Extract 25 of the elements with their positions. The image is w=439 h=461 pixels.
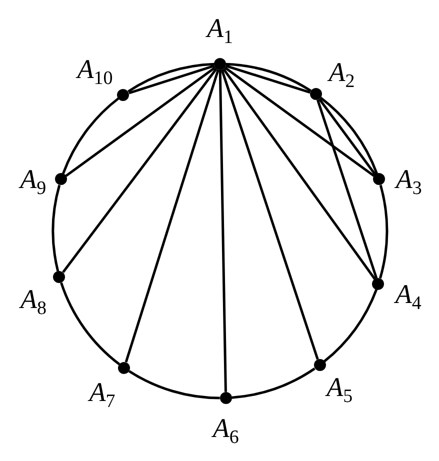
circle-arc	[232, 368, 316, 399]
circle-arc	[62, 98, 120, 174]
chord-line	[316, 100, 378, 279]
point-label: A$_{8}$	[20, 284, 46, 314]
point-label: A$_{1}$	[207, 13, 233, 43]
point-label: A$_{5}$	[326, 372, 353, 402]
point-label: A$_{10}$	[77, 54, 113, 84]
chord-line	[65, 66, 216, 177]
point-label: A$_{7}$	[89, 376, 116, 407]
chord-line	[222, 68, 376, 280]
chord-line	[124, 69, 220, 362]
point-label: A$_{6}$	[212, 412, 239, 443]
point-label: A$_{9}$	[20, 164, 46, 194]
circle-arc	[60, 282, 120, 366]
chord-line	[218, 70, 227, 392]
circle-arc	[378, 184, 388, 279]
point-label: A$_{4}$	[395, 278, 422, 309]
point-label: A$_{3}$	[396, 164, 422, 194]
point-label: A$_{2}$	[328, 57, 355, 88]
chord-line	[62, 68, 218, 273]
chord-line	[220, 69, 319, 360]
circle-arc	[323, 289, 378, 362]
circle-arc	[52, 184, 61, 272]
circle-arc	[128, 370, 220, 400]
chord-line	[224, 66, 375, 177]
